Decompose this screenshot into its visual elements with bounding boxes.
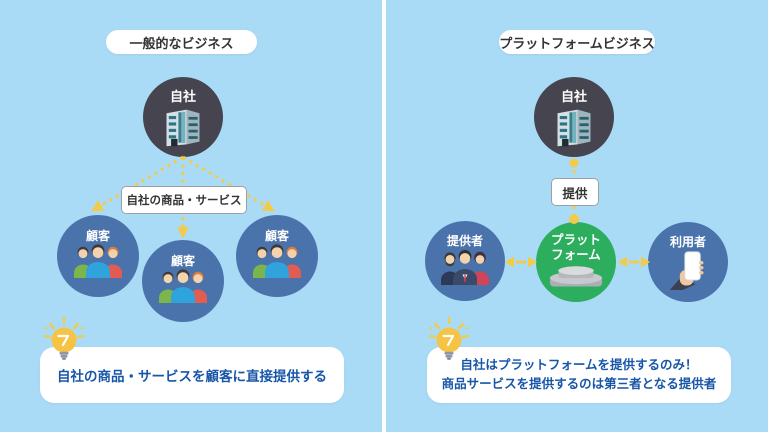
right-summary-line1: 自社はプラットフォームを提供するのみ！	[460, 357, 698, 372]
right-summary-line2: 商品サービスを提供するのは第三者となる提供者	[441, 377, 717, 391]
people-group-icon	[74, 244, 122, 278]
left-panel-title-text: 一般的なビジネス	[129, 35, 234, 51]
left-summary-text: 自社の商品・サービスを顧客に直接提供する	[57, 369, 327, 384]
right-flow-label-text: 提供	[562, 186, 588, 201]
platform-label-line2: フォーム	[551, 248, 601, 262]
customer-1-label: 顧客	[85, 229, 110, 243]
hand-smartphone-icon	[669, 251, 704, 290]
provider-label: 提供者	[446, 234, 483, 248]
left-summary-box: 自社の商品・サービスを顧客に直接提供する	[40, 347, 344, 403]
platform-label: プラット フォーム	[551, 233, 601, 263]
right-panel-title: プラットフォームビジネス	[499, 30, 655, 54]
customer-node-3: 顧客	[236, 215, 318, 297]
provider-node: 提供者	[425, 221, 505, 301]
people-group-icon	[159, 269, 207, 303]
platform-node: プラット フォーム	[536, 222, 616, 302]
lightbulb-icon	[43, 316, 85, 360]
podium-icon	[549, 266, 603, 287]
office-building-icon	[166, 109, 200, 147]
right-summary-box: 自社はプラットフォームを提供するのみ！ 商品サービスを提供するのは第三者となる提…	[427, 347, 731, 403]
panel-divider	[382, 0, 386, 432]
left-company-label: 自社	[169, 89, 196, 104]
user-node: 利用者	[648, 222, 728, 302]
customer-node-2: 顧客	[142, 240, 224, 322]
platform-label-line1: プラット	[550, 233, 601, 247]
customer-3-label: 顧客	[264, 229, 289, 243]
left-panel-title: 一般的なビジネス	[106, 30, 257, 54]
user-label: 利用者	[669, 235, 706, 249]
platform-user-arrow	[618, 256, 650, 268]
business-people-icon	[441, 250, 489, 285]
left-company-node: 自社	[143, 77, 223, 157]
right-company-node: 自社	[534, 77, 614, 157]
right-company-label: 自社	[560, 89, 587, 104]
lightbulb-icon	[428, 316, 470, 360]
office-building-icon	[557, 109, 591, 147]
customer-node-1: 顧客	[57, 215, 139, 297]
provider-platform-arrow	[505, 256, 537, 268]
left-flow-label: 自社の商品・サービス	[121, 186, 247, 214]
people-group-icon	[253, 244, 301, 278]
customer-2-label: 顧客	[170, 254, 195, 268]
right-panel-title-text: プラットフォームビジネス	[499, 35, 655, 51]
right-flow-label: 提供	[551, 178, 599, 206]
left-flow-label-text: 自社の商品・サービス	[126, 195, 242, 207]
